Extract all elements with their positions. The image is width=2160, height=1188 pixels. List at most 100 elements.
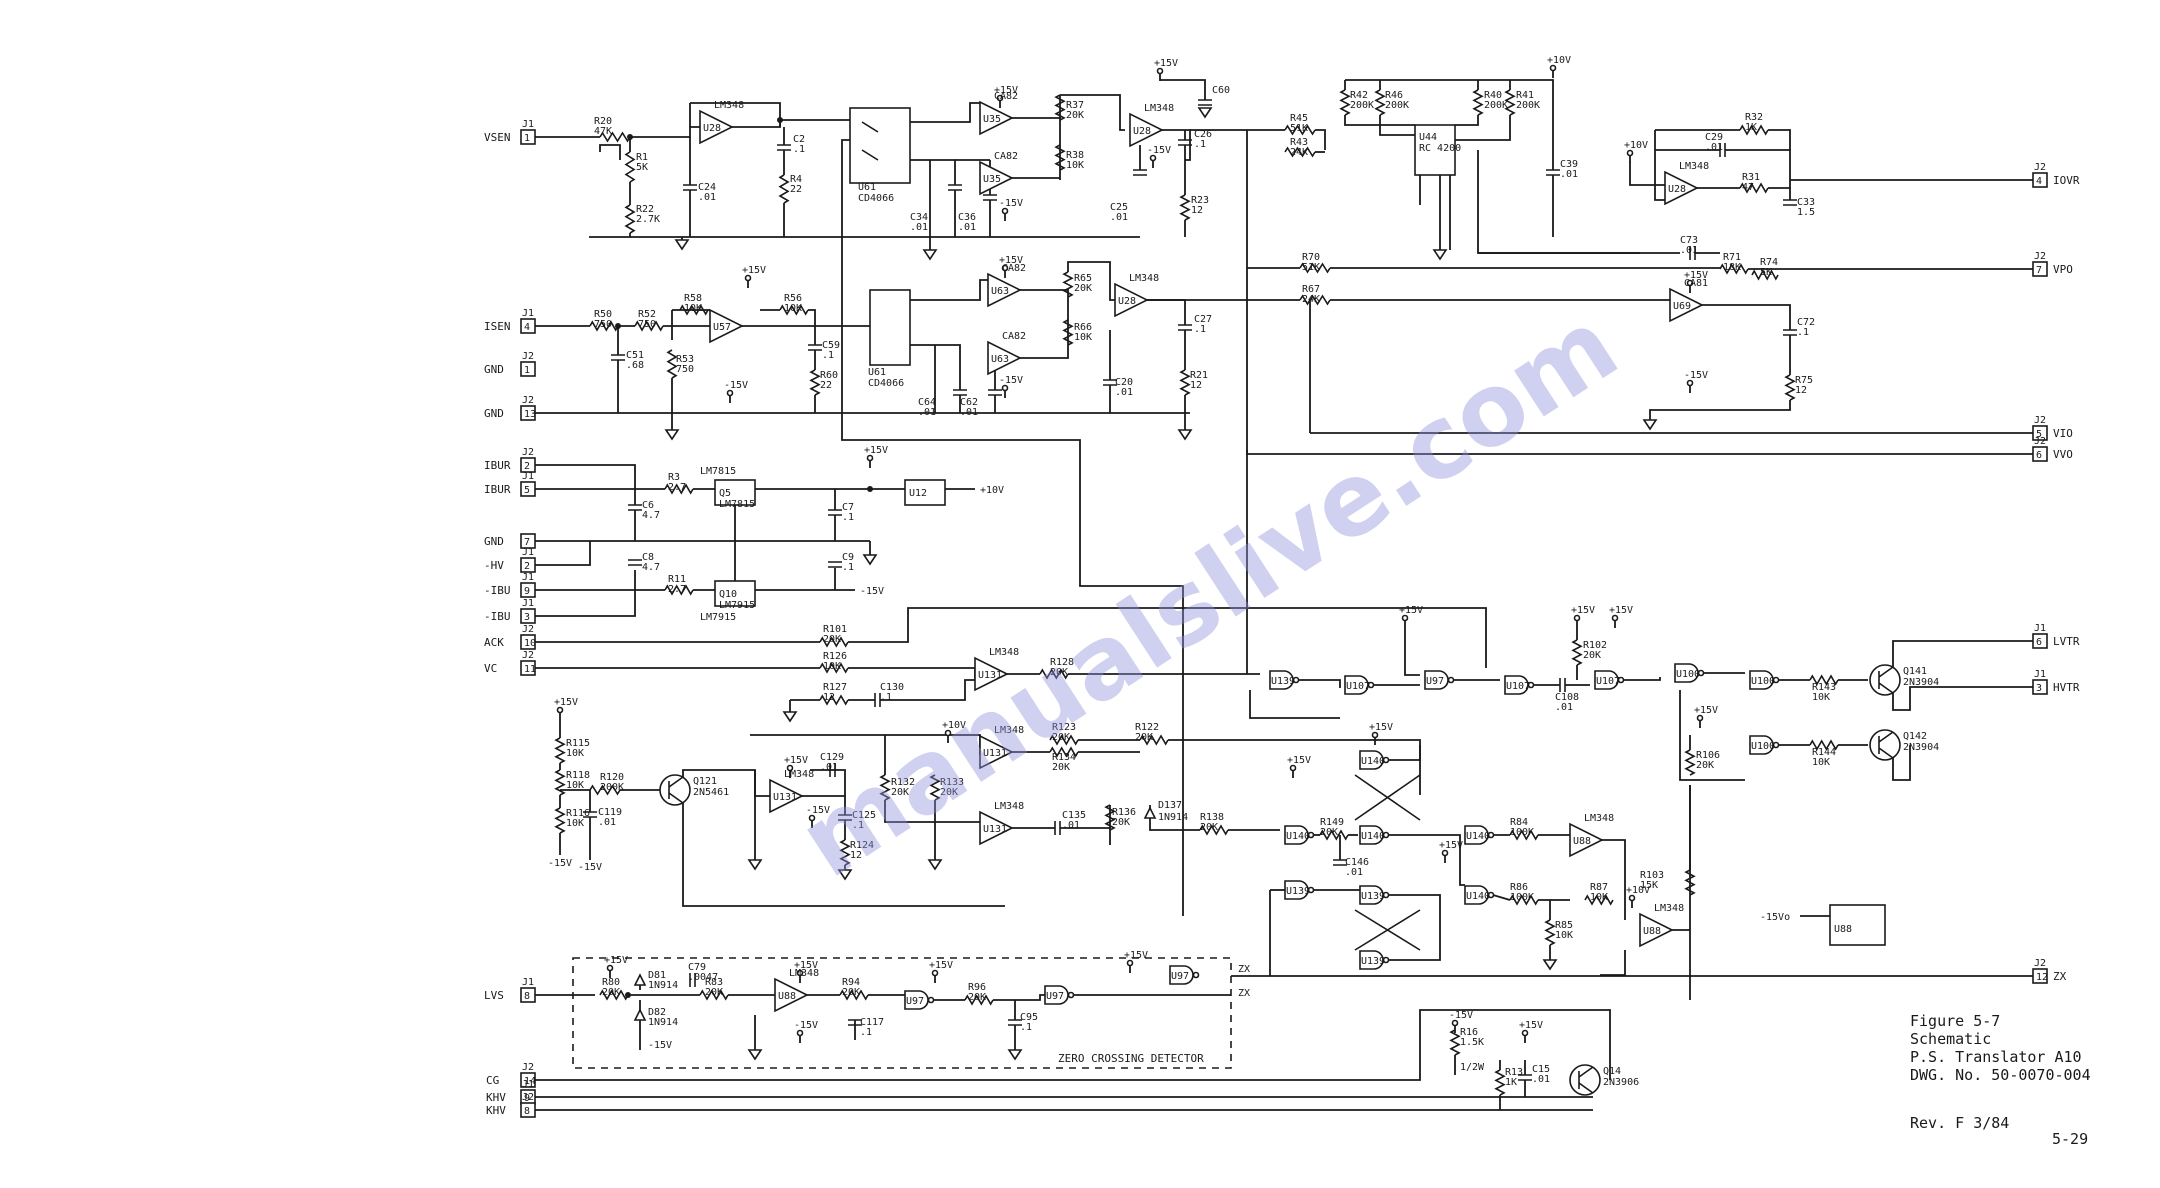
resistor-ref-r66: R66 [1074, 322, 1092, 333]
plus10-rail [1345, 79, 1554, 88]
supply-label-m15-q14: -15V [1449, 1010, 1473, 1021]
input-conn-khvn: J2 [522, 1092, 534, 1103]
wire [1298, 679, 1341, 688]
supply-label-p15-u131: +15V [784, 755, 808, 766]
resistor-r149 [1319, 829, 1349, 841]
capacitor-ref-c51: C51 [626, 350, 644, 361]
resistor-r138 [1199, 824, 1229, 836]
resistor-r40 [1472, 89, 1484, 116]
resistor-ref-r96: R96 [968, 982, 986, 993]
supply-terminal [931, 969, 939, 977]
input-pin-ack: 10 [524, 638, 536, 649]
ground-symbol [837, 869, 853, 881]
resistor-r20 [599, 131, 631, 143]
supply-label-m15-c119: -15V [578, 862, 602, 873]
capacitor-value-c2: .1 [793, 144, 805, 155]
resistor-ref-r123: R123 [1052, 722, 1076, 733]
input-label-lvs: LVS [484, 989, 504, 1002]
opamp-ref-u28b: U28 [1133, 126, 1151, 137]
ic-type-u44: RC 4200 [1419, 143, 1461, 154]
capacitor-value-c25: .01 [1110, 212, 1128, 223]
capacitor-ref-c26: C26 [1194, 129, 1212, 140]
resistor-r86 [1509, 894, 1539, 906]
logic-gate-u107b [1504, 675, 1529, 695]
input-pin-vc: 11 [524, 664, 536, 675]
gate-bubble [1382, 956, 1390, 964]
input-pin-vsen: 1 [524, 133, 530, 144]
supply-label-p15-u97b: +15V [929, 960, 953, 971]
resistor-ref-r74: R74 [1760, 257, 1778, 268]
resistor-ref-r116: R116 [566, 808, 590, 819]
transistor-leads [1878, 666, 1894, 694]
supply-label-m15-u35: -15V [999, 198, 1023, 209]
capacitor-ref-c34: C34 [910, 212, 928, 223]
input-conn-hv: J1 [522, 547, 534, 558]
logic-gate-u97b [904, 990, 929, 1010]
input-conn-ibur5: J1 [522, 471, 534, 482]
opamp-type-u35: CA82 [994, 91, 1018, 102]
resistor-ref-r13: R13 [1505, 1067, 1523, 1078]
output-conn-vvo: J2 [2034, 436, 2046, 447]
resistor-ref-r127: R127 [823, 682, 847, 693]
resistor-ref-r4: R4 [790, 174, 802, 185]
opamp-u28b [1129, 112, 1164, 148]
resistor-ref-r60: R60 [820, 370, 838, 381]
drawing-number: DWG. No. 50-0070-004 [1910, 1066, 2091, 1084]
supply-terminal [1626, 149, 1634, 157]
capacitor-ref-c108: C108 [1555, 692, 1579, 703]
opamp-u63a [987, 272, 1022, 308]
input-label-khvn: KHV [486, 1104, 506, 1117]
resistor-value-r75: 12 [1795, 385, 1807, 396]
q10-type-label: LM7915 [700, 612, 736, 623]
output-label-vio: VIO [2053, 427, 2073, 440]
output-conn-vio: J2 [2034, 415, 2046, 426]
resistor-ref-r16: R16 [1460, 1027, 1478, 1038]
opamp-ref-u35: U35 [983, 114, 1001, 125]
connector-pin-box [520, 533, 536, 549]
wiring [535, 70, 2033, 1111]
transistor-type-q14: 2N3906 [1603, 1077, 1639, 1088]
input-conn-gnd1: J2 [522, 351, 534, 362]
capacitor-c51 [611, 354, 625, 361]
ground-symbol [1542, 959, 1558, 971]
capacitor-c64 [953, 389, 967, 396]
components [554, 64, 1901, 1096]
transistor-leads [668, 776, 684, 804]
resistor-ref-r87: R87 [1590, 882, 1608, 893]
opamp-ref-u69: U69 [1673, 301, 1691, 312]
opamp-ref-u131c: U131 [983, 748, 1007, 759]
wire [1249, 690, 1340, 719]
opamp-u88b [1639, 912, 1674, 948]
capacitor-value-c33: 1.5 [1797, 207, 1815, 218]
supply-label-m15-u57: -15V [724, 380, 748, 391]
supply-terminal [1001, 264, 1009, 272]
gate-ref-u140c: U140 [1361, 756, 1385, 767]
capacitor-c72 [1783, 329, 1797, 336]
ic-type-q10: LM7915 [719, 600, 755, 611]
resistor-r66 [1062, 319, 1074, 346]
resistor-value-r118: 10K [566, 780, 584, 791]
input-pin-ibu3: 3 [524, 612, 530, 623]
resistor-value-r53: 750 [676, 364, 694, 375]
diode-d81 [633, 973, 647, 986]
gate-ref-u107a: U107 [1346, 681, 1370, 692]
supply-terminal [1573, 614, 1581, 622]
supply-label-p15-u28: +15V [1154, 58, 1178, 69]
capacitor-value-c108: .01 [1555, 702, 1573, 713]
resistor-value-r123: 20K [1052, 732, 1070, 743]
resistor-r23 [1179, 194, 1191, 221]
gate-bubble [1382, 831, 1390, 839]
diode-type-d82: 1N914 [648, 1017, 678, 1028]
input-label-gnd7: GND [484, 535, 504, 548]
connector-pin-box [520, 1072, 536, 1088]
capacitor-c25 [1133, 169, 1147, 176]
input-pin-ibu9: 9 [524, 586, 530, 597]
supply-label-m15-zcd: -15V [648, 1040, 672, 1051]
supply-terminal [808, 814, 816, 822]
resistor-ref-r149: R149 [1320, 817, 1344, 828]
input-label-isen: ISEN [484, 320, 511, 333]
